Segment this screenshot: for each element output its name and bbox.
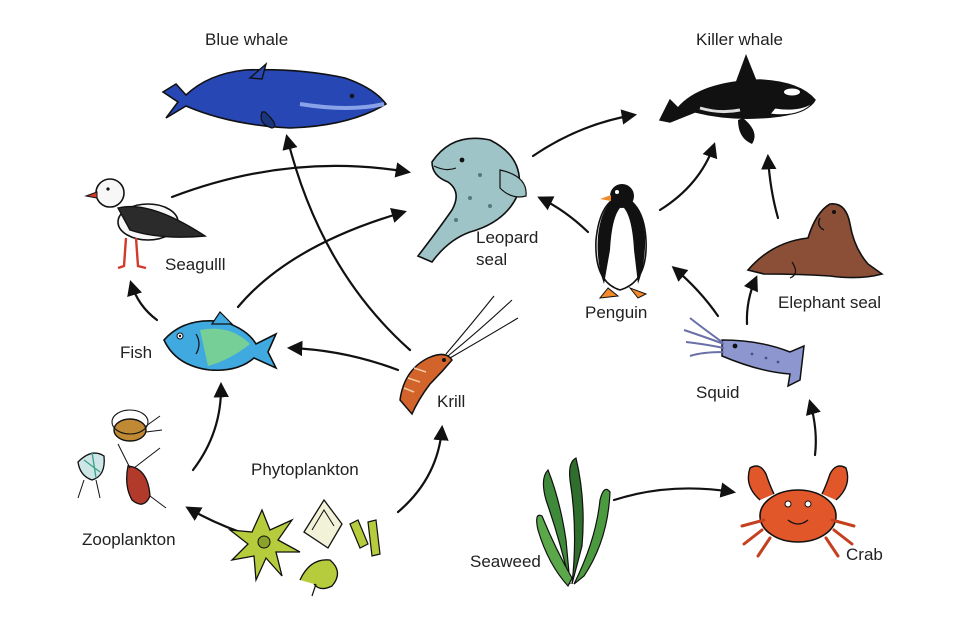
leopard-seal-label: Leopard seal xyxy=(476,228,539,269)
arrow-seagull-to-leopard-seal xyxy=(170,162,412,199)
food-web-arrows xyxy=(127,109,821,534)
seagull-illustration xyxy=(84,178,208,270)
arrow-krill-to-fish xyxy=(286,340,400,372)
seaweed-label: Seaweed xyxy=(470,552,541,571)
krill-label: Krill xyxy=(437,392,466,411)
killer-whale-illustration xyxy=(658,54,816,144)
seaweed-illustration xyxy=(536,457,611,588)
blue-whale-illustration xyxy=(161,61,388,129)
fish-label: Fish xyxy=(120,343,153,362)
elephant-seal-label: Elephant seal xyxy=(778,293,882,312)
arrow-fish-to-seagull xyxy=(127,280,159,322)
arrow-krill-to-blue-whale xyxy=(282,134,412,352)
zooplankton-illustration xyxy=(77,409,167,509)
arrow-seaweed-to-crab xyxy=(612,482,737,502)
elephant-seal-illustration xyxy=(746,203,884,279)
arrow-crab-to-squid xyxy=(805,399,821,457)
arrow-fish-to-leopard-seal xyxy=(236,208,407,309)
phytoplankton-illustration xyxy=(227,498,381,597)
arrow-phytoplankton-to-krill xyxy=(396,424,449,514)
arrow-squid-to-penguin xyxy=(671,266,720,318)
fish-illustration xyxy=(163,311,278,372)
penguin-label: Penguin xyxy=(585,303,648,322)
arrow-squid-to-elephant-seal xyxy=(743,275,758,326)
krill-illustration xyxy=(399,295,519,416)
squid-label: Squid xyxy=(696,383,740,402)
leopard-seal-illustration xyxy=(416,137,527,263)
arrow-elephant-seal-to-killer-whale xyxy=(761,153,780,220)
arrow-penguin-to-killer-whale xyxy=(658,142,718,212)
seagull-label: Seagulll xyxy=(165,255,226,274)
zooplankton-label: Zooplankton xyxy=(82,530,176,549)
arrow-zooplankton-to-fish xyxy=(191,381,229,472)
crab-illustration xyxy=(740,465,856,558)
squid-illustration xyxy=(683,317,805,388)
phytoplankton-label: Phytoplankton xyxy=(251,460,359,479)
blue-whale-label: Blue whale xyxy=(205,30,289,49)
arrow-leopard-seal-to-killer-whale xyxy=(531,109,638,158)
arrow-phytoplankton-to-zooplankton xyxy=(185,506,242,534)
arrow-penguin-to-leopard-seal xyxy=(537,196,590,234)
killer-whale-label: Killer whale xyxy=(696,30,783,49)
crab-label: Crab xyxy=(846,545,883,564)
penguin-illustration xyxy=(595,184,648,299)
